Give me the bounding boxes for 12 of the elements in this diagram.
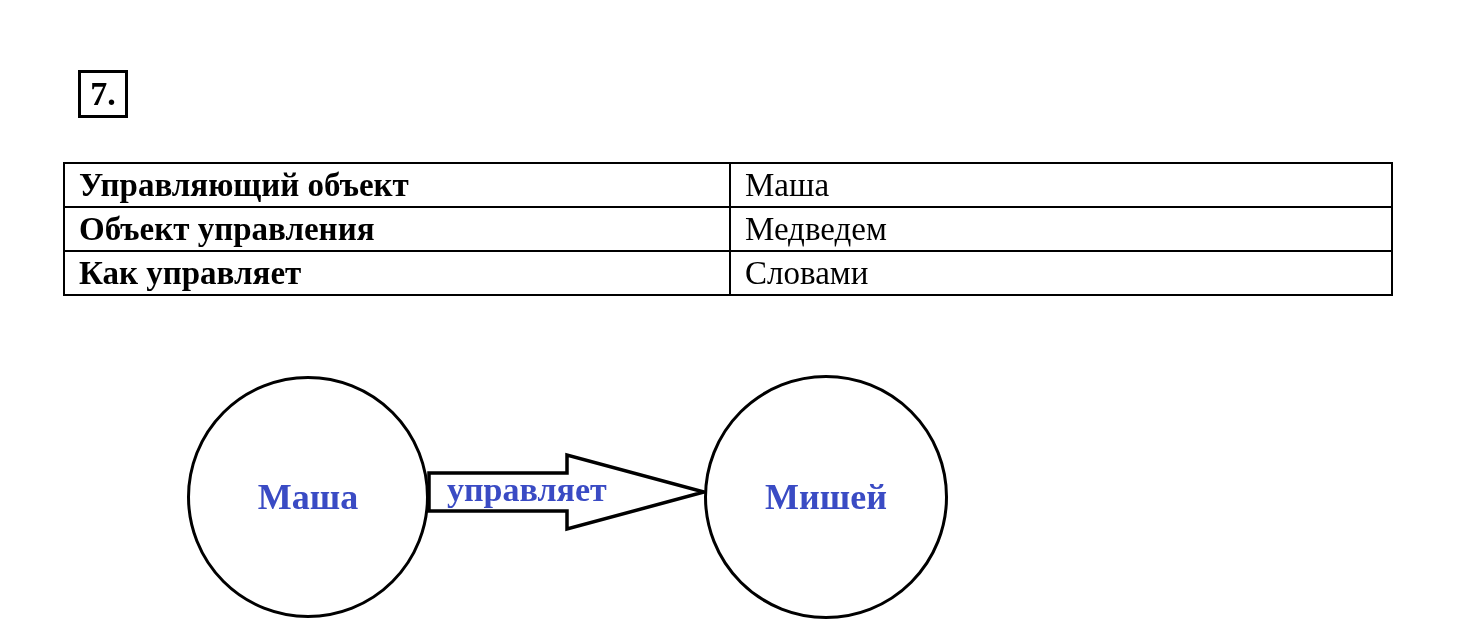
table-cell: Управляющий объект bbox=[64, 163, 730, 207]
circle-node bbox=[187, 376, 429, 618]
circle-node bbox=[704, 375, 948, 619]
node-label: Мишей bbox=[765, 476, 887, 518]
table-cell: Объект управления bbox=[64, 207, 730, 251]
table-cell: Как управляет bbox=[64, 251, 730, 295]
task-number: 7. bbox=[78, 70, 128, 118]
table-cell: Словами bbox=[730, 251, 1392, 295]
table-cell: Медведем bbox=[730, 207, 1392, 251]
node-label: Маша bbox=[257, 476, 359, 518]
edge-label: управляет bbox=[447, 471, 607, 509]
table-cell: Маша bbox=[730, 163, 1392, 207]
